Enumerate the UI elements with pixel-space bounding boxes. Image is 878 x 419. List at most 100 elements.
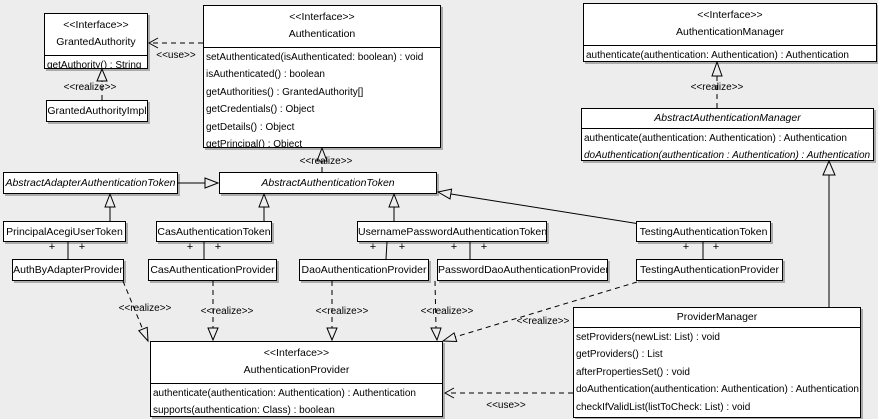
edge-realize-grantedauthorityimpl-to-grantedauthority[interactable]: <<realize>> [64, 67, 117, 100]
edge-gen-providermanager-to-abstractauthenticationmanager[interactable] [822, 159, 836, 307]
class-box-dao-authentication-provider[interactable]: DaoAuthenticationProvider [299, 259, 429, 281]
edge-gen-casauthenticationtoken-to-abstractauthenticationtoken[interactable] [258, 192, 270, 221]
edge-assoc-usernamepasswordtoken-daoauthenticationprovider[interactable]: + + [370, 241, 405, 260]
realize-stereotype-label: <<realize>> [691, 82, 744, 93]
hollow-triangle-icon [96, 67, 108, 82]
realize-stereotype-label: <<realize>> [201, 306, 254, 317]
hollow-triangle-icon [204, 177, 220, 189]
methods-compartment: authenticate(authentication: Authenticat… [582, 129, 873, 160]
class-name: TestingAuthenticationToken [639, 225, 768, 238]
class-box-abstract-authentication-token[interactable]: AbstractAuthenticationToken [219, 172, 437, 194]
method-signature: getPrincipal() : Object [206, 139, 303, 148]
edge-use-authentication-to-grantedauthority[interactable]: <<use>> [147, 37, 203, 61]
class-name: AuthByAdapterProvider [13, 264, 123, 276]
realize-stereotype-label: <<realize>> [64, 82, 117, 93]
method-signature: isAuthenticated() : boolean [206, 69, 325, 81]
edge-realize-abstractauthenticationmanager-to-authenticationmanager[interactable]: <<realize>> [691, 60, 744, 108]
class-name: GrantedAuthority [56, 36, 136, 48]
hollow-triangle-icon [326, 327, 338, 342]
association-end-label: + [215, 241, 221, 253]
edge-assoc-casauthenticationtoken-casauthenticationprovider[interactable]: + + [187, 241, 221, 259]
compartment-separator [574, 327, 860, 328]
class-header: PrincipalAcegiUserToken [4, 222, 125, 241]
edge-realize-passworddaoprovider-to-authenticationprovider[interactable]: <<realize>> [421, 280, 474, 342]
edge-assoc-usernamepasswordtoken-passworddaoprovider[interactable]: + + [451, 241, 487, 259]
class-box-testing-authentication-token[interactable]: TestingAuthenticationToken [636, 221, 771, 242]
methods-compartment: authenticate(authentication: Authenticat… [151, 384, 442, 417]
hollow-triangle-icon [436, 188, 453, 200]
class-header: <<Interface>> AuthenticationManager [584, 4, 876, 45]
edge-realize-daoauthenticationprovider-to-authenticationprovider[interactable]: <<realize>> [316, 281, 369, 342]
generalization-line[interactable] [450, 193, 641, 225]
compartment-separator [151, 383, 442, 384]
edge-use-providermanager-to-authenticationprovider[interactable]: <<use>> [443, 387, 573, 411]
edge-gen-testingtoken-to-abstractauthenticationtoken[interactable] [436, 188, 641, 225]
realize-stereotype-label: <<realize>> [316, 306, 369, 317]
method-signature: getAuthority() : String [47, 60, 142, 69]
open-arrowhead-icon [147, 37, 159, 49]
interface-stereotype-label: <<Interface>> [263, 347, 330, 359]
realization-line[interactable] [454, 281, 638, 338]
realize-stereotype-label: <<realize>> [421, 306, 474, 317]
method-signature: checkIfValidList(listToCheck: List) : vo… [576, 401, 751, 413]
class-header: PasswordDaoAuthenticationProvider [438, 260, 607, 280]
method-signature: authenticate(authentication: Authenticat… [586, 50, 849, 61]
class-box-provider-manager[interactable]: ProviderManager setProviders(newList: Lis… [573, 307, 861, 418]
class-box-username-password-authentication-token[interactable]: UsernamePasswordAuthenticationToken [357, 221, 547, 242]
class-header: <<Interface>>GrantedAuthority [45, 14, 147, 55]
hollow-triangle-icon [207, 327, 219, 342]
method-signature: doAuthentication(authentication: Authent… [576, 384, 859, 396]
edge-assoc-testingtoken-testingprovider[interactable]: + + [683, 241, 719, 259]
class-header: AbstractAuthenticationManager [582, 109, 873, 128]
class-box-abstract-adapter-authentication-token[interactable]: AbstractAdapterAuthenticationToken [3, 172, 178, 194]
class-name: AbstractAuthenticationManager [654, 112, 801, 124]
method-signature: setProviders(newList: List) : void [576, 332, 720, 343]
class-header: ProviderManager [574, 308, 860, 327]
class-header: UsernamePasswordAuthenticationToken [358, 222, 546, 241]
edge-realize-authbyadapterprovider-to-authenticationprovider[interactable]: <<realize>> [119, 280, 172, 343]
class-name: AuthenticationProvider [243, 364, 350, 376]
class-box-password-dao-authentication-provider[interactable]: PasswordDaoAuthenticationProvider [437, 259, 608, 281]
association-end-label: + [49, 241, 55, 253]
hollow-triangle-icon [258, 192, 270, 208]
realization-line[interactable] [434, 280, 437, 329]
class-box-auth-by-adapter-provider[interactable]: AuthByAdapterProvider [12, 259, 124, 281]
edge-gen-usernamepasswordtoken-to-abstractauthenticationtoken[interactable] [388, 192, 400, 221]
association-end-label: + [683, 241, 689, 253]
edge-realize-testingprovider-to-authenticationprovider[interactable]: <<realize>> [441, 281, 638, 343]
class-name: CasAuthenticationProvider [150, 264, 275, 276]
class-box-authentication-manager[interactable]: <<Interface>> AuthenticationManager authen… [583, 3, 877, 62]
method-signature: supports(authentication: Class) : boolea… [153, 405, 335, 417]
class-box-cas-authentication-token[interactable]: CasAuthenticationToken [156, 221, 272, 242]
edge-realize-abstractauthenticationtoken-to-authentication[interactable]: <<realize>> [300, 146, 353, 172]
class-name: ProviderManager [676, 311, 758, 323]
class-box-granted-authority[interactable]: <<Interface>>GrantedAuthority getAuthorit… [44, 13, 148, 69]
edge-realize-casauthenticationprovider-to-authenticationprovider[interactable]: <<realize>> [201, 281, 254, 342]
class-header: AbstractAuthenticationToken [220, 173, 436, 193]
class-box-abstract-authentication-manager[interactable]: AbstractAuthenticationManager authenticat… [581, 108, 874, 161]
realize-stereotype-label: <<realize>> [119, 303, 172, 314]
class-box-authentication-provider[interactable]: <<Interface>> AuthenticationProvider authe… [150, 341, 443, 417]
compartment-separator [584, 45, 876, 46]
class-header: CasAuthenticationProvider [149, 260, 276, 280]
class-name: AuthenticationManager [676, 26, 784, 38]
edge-gen-abstractadapter-to-abstractauthenticationtoken[interactable] [178, 177, 220, 189]
class-name: UsernamePasswordAuthenticationToken [358, 225, 547, 238]
class-box-testing-authentication-provider[interactable]: TestingAuthenticationProvider [636, 259, 783, 281]
class-box-principal-acegi-user-token[interactable]: PrincipalAcegiUserToken [3, 221, 126, 242]
edge-assoc-principalacegiusertoken-authbyadapterprovider[interactable]: + + [49, 241, 85, 259]
interface-stereotype-label: <<Interface>> [697, 9, 763, 21]
compartment-separator [582, 128, 873, 129]
method-signature: afterPropertiesSet() : void [576, 366, 690, 378]
class-box-granted-authority-impl[interactable]: GrantedAuthorityImpl [46, 100, 148, 122]
class-name: TestingAuthenticationProvider [640, 264, 779, 276]
class-box-cas-authentication-provider[interactable]: CasAuthenticationProvider [148, 259, 277, 281]
edge-gen-principalacegiusertoken-to-abstractadapter[interactable] [104, 192, 116, 221]
realize-stereotype-label: <<realize>> [300, 156, 353, 167]
class-header: TestingAuthenticationProvider [637, 260, 782, 280]
hollow-triangle-icon [822, 159, 836, 176]
method-signature: getDetails() : Object [206, 121, 295, 133]
association-line[interactable] [385, 241, 388, 260]
method-signature: setAuthenticated(isAuthenticated: boolea… [206, 52, 424, 63]
